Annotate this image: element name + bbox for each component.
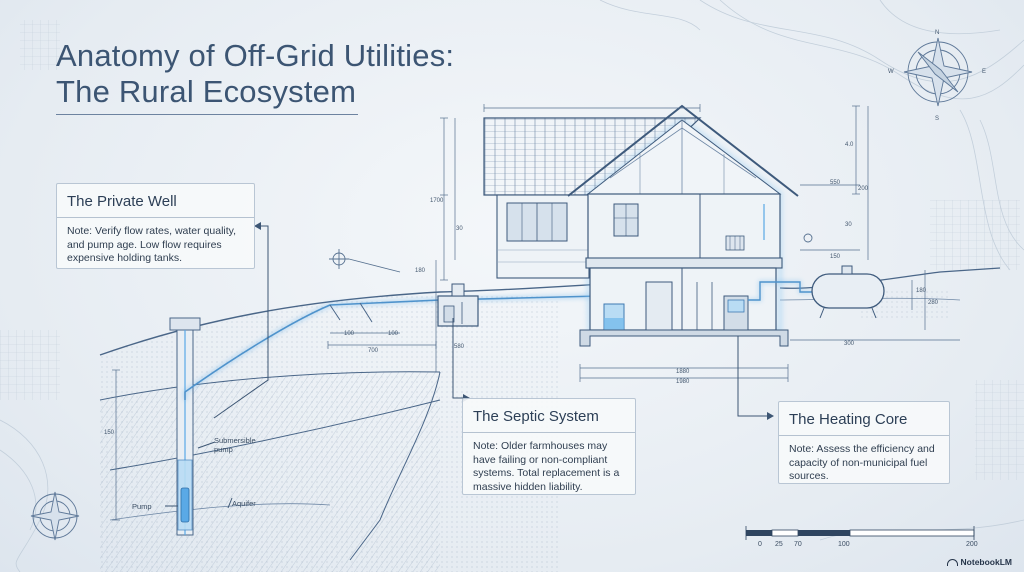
title-underline	[56, 114, 358, 115]
brand-watermark: NotebookLM	[946, 557, 1012, 567]
scale-bar	[745, 526, 975, 540]
scale-label: 100	[838, 541, 850, 548]
dim-label: 280	[928, 300, 939, 306]
dim-label: 150	[104, 430, 115, 436]
septic-tank	[437, 283, 479, 327]
callout-divider	[779, 435, 949, 436]
grid-swatches	[0, 20, 1024, 480]
compass-letter-s: S	[935, 116, 940, 122]
scale-label: 0	[758, 541, 762, 548]
page-title: Anatomy of Off-Grid Utilities: The Rural…	[56, 38, 454, 110]
dim-label: 100	[388, 331, 399, 337]
dim-label: 4.0	[845, 142, 854, 148]
callout-heading: The Private Well	[67, 193, 177, 210]
scale-label: 200	[966, 541, 978, 548]
scale-label: 25	[775, 541, 783, 548]
compass-letter-e: E	[982, 69, 987, 75]
brand-name: NotebookLM	[960, 557, 1012, 567]
dim-label: 1880	[676, 369, 690, 375]
farmhouse	[483, 104, 799, 347]
dim-label: 1700	[430, 198, 444, 204]
dim-label: 1980	[676, 379, 690, 385]
dim-label: 550	[830, 180, 841, 186]
label-submersible-pump: Submersible pump	[214, 436, 256, 454]
dim-label: 100	[344, 331, 355, 337]
callout-note: Note: Older farmhouses may have failing …	[473, 440, 620, 493]
dim-label: 300	[844, 341, 855, 347]
callout-heating-core: The Heating Core Note: Assess the effici…	[778, 401, 950, 484]
fuel-tank	[748, 265, 885, 319]
well-casing	[169, 317, 201, 536]
notebooklm-logo-icon	[946, 558, 958, 566]
dim-label: 700	[368, 348, 379, 354]
dim-label: 580	[454, 344, 465, 350]
callout-private-well: The Private Well Note: Verify flow rates…	[56, 183, 255, 269]
crosshair-symbol	[329, 233, 813, 273]
dim-label: 180	[415, 268, 426, 274]
compass-letter-w: W	[888, 69, 894, 75]
scale-label: 70	[794, 541, 802, 548]
callout-septic-system: The Septic System Note: Older farmhouses…	[462, 398, 636, 495]
callout-note: Note: Verify flow rates, water quality, …	[67, 225, 237, 264]
compass-rose-icon	[903, 37, 973, 107]
dim-label: 200	[858, 186, 869, 192]
dim-label: 30	[456, 226, 463, 232]
dim-label: 30	[845, 222, 852, 228]
callout-heading: The Heating Core	[789, 411, 908, 428]
title-line-1: Anatomy of Off-Grid Utilities:	[56, 38, 455, 73]
compass-letter-n: N	[935, 30, 940, 36]
compass-rose-small-icon	[30, 491, 80, 541]
title-line-2: The Rural Ecosystem	[56, 74, 357, 109]
dim-label: 150	[830, 254, 841, 260]
dimension-lines	[112, 104, 960, 521]
label-pump: Pump	[132, 502, 152, 511]
callout-divider	[57, 217, 254, 218]
dim-label: 180	[916, 288, 927, 294]
label-aquifer: Aquifer	[232, 499, 256, 508]
callout-note: Note: Assess the efficiency and capacity…	[789, 443, 935, 482]
callout-divider	[463, 432, 635, 433]
callout-heading: The Septic System	[473, 408, 599, 425]
